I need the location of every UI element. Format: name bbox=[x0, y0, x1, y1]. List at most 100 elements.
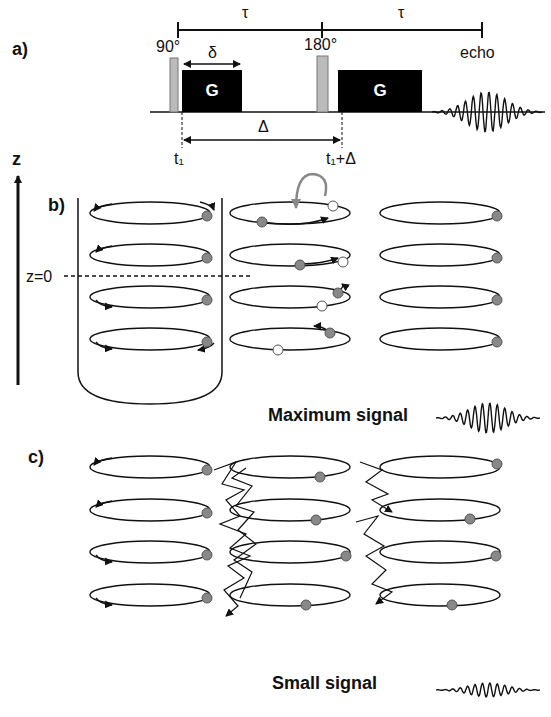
illustration-stroke bbox=[380, 244, 500, 266]
illustration-stroke bbox=[96, 342, 112, 349]
label-text: t₁ bbox=[174, 150, 184, 168]
illustration-stroke bbox=[436, 683, 540, 697]
illustration-stroke bbox=[90, 456, 210, 478]
label-text: δ bbox=[206, 44, 219, 62]
gradient-label: G bbox=[373, 81, 386, 101]
illustration-stroke bbox=[380, 584, 500, 606]
illustration-stroke bbox=[202, 211, 212, 221]
illustration-stroke bbox=[200, 202, 214, 210]
illustration-stroke bbox=[436, 403, 540, 432]
illustration-stroke bbox=[90, 456, 210, 606]
illustration-stroke bbox=[341, 551, 351, 561]
illustration-stroke bbox=[492, 211, 502, 347]
illustration-stroke bbox=[96, 300, 112, 307]
illustration-stroke bbox=[90, 244, 210, 266]
label-text: z bbox=[12, 150, 21, 170]
label-text: Small signal bbox=[272, 674, 377, 694]
illustration-stroke bbox=[202, 550, 212, 560]
illustration-stroke bbox=[17, 176, 20, 385]
illustration-stroke bbox=[94, 458, 112, 465]
illustration-stroke bbox=[311, 515, 321, 525]
illustration-stroke bbox=[481, 22, 483, 38]
illustration-stroke bbox=[202, 465, 212, 475]
illustration-stroke bbox=[230, 244, 350, 266]
illustration-stroke bbox=[342, 112, 343, 148]
illustration-stroke bbox=[432, 93, 542, 697]
illustration-stroke bbox=[296, 174, 326, 208]
illustration-stroke bbox=[491, 551, 501, 561]
illustration-stroke bbox=[257, 217, 343, 338]
gradient-pulse: G bbox=[182, 70, 242, 112]
illustration-stroke bbox=[202, 593, 212, 603]
label-text: Maximum signal bbox=[268, 406, 408, 426]
illustration-stroke bbox=[321, 22, 323, 38]
illustration-stroke bbox=[447, 459, 502, 610]
label-text: b) bbox=[48, 196, 65, 216]
illustration-stroke bbox=[315, 472, 325, 482]
illustration-stroke bbox=[177, 22, 179, 38]
illustration-stroke bbox=[492, 253, 502, 263]
illustration-stroke bbox=[301, 600, 311, 610]
illustration-stroke bbox=[380, 286, 500, 308]
label-text: τ bbox=[242, 4, 248, 22]
illustration-stroke bbox=[380, 202, 500, 224]
illustration-stroke bbox=[380, 456, 500, 478]
illustration-stroke bbox=[230, 584, 350, 606]
illustration-stroke bbox=[380, 499, 500, 521]
illustration-stroke bbox=[202, 211, 212, 347]
illustration-stroke bbox=[184, 63, 240, 64]
illustration-stroke bbox=[338, 257, 348, 267]
illustration-stroke bbox=[230, 541, 350, 563]
illustration-stroke bbox=[230, 499, 350, 521]
illustration-stroke bbox=[492, 459, 502, 469]
illustration-stroke bbox=[273, 345, 283, 355]
illustration-stroke bbox=[230, 286, 350, 308]
illustration-stroke bbox=[230, 202, 350, 224]
illustration-stroke bbox=[317, 301, 327, 311]
label-text: echo bbox=[460, 44, 495, 62]
illustration-stroke bbox=[295, 260, 305, 270]
illustration-stroke bbox=[447, 600, 457, 610]
illustration-stroke bbox=[257, 217, 267, 227]
illustration-stroke bbox=[90, 584, 210, 606]
illustration-stroke bbox=[273, 201, 348, 355]
illustration-stroke bbox=[380, 541, 500, 563]
illustration-stroke bbox=[317, 56, 328, 112]
label-text: a) bbox=[12, 40, 28, 60]
illustration-stroke bbox=[333, 288, 343, 298]
illustration-stroke bbox=[90, 328, 210, 350]
illustration-stroke bbox=[214, 462, 250, 616]
illustration-stroke bbox=[300, 258, 338, 264]
illustration-stroke bbox=[214, 462, 392, 616]
illustration-stroke bbox=[432, 93, 542, 132]
illustration-stroke bbox=[96, 598, 112, 605]
illustration-stroke bbox=[202, 508, 212, 518]
illustration-stroke bbox=[262, 218, 328, 224]
illustration-stroke bbox=[90, 499, 210, 521]
illustration-stroke bbox=[202, 253, 212, 263]
illustration-stroke bbox=[178, 29, 482, 31]
illustration-stroke bbox=[64, 275, 250, 277]
illustration-stroke bbox=[78, 198, 222, 404]
illustration-stroke bbox=[182, 112, 183, 148]
label-text: τ bbox=[398, 4, 404, 22]
illustration-stroke bbox=[328, 201, 338, 211]
illustration-stroke bbox=[492, 211, 502, 221]
label-text: Δ bbox=[256, 118, 271, 136]
illustration-stroke bbox=[178, 22, 482, 38]
illustration-stroke bbox=[492, 337, 502, 347]
illustration-stroke bbox=[90, 541, 210, 563]
illustration-stroke bbox=[202, 465, 212, 603]
label-text: 90° bbox=[156, 38, 180, 56]
illustration-stroke bbox=[90, 202, 214, 350]
illustration-stroke bbox=[170, 58, 178, 112]
gradient-pulse: G bbox=[338, 70, 422, 112]
illustration-stroke bbox=[380, 328, 500, 350]
illustration-stroke bbox=[90, 202, 210, 224]
illustration-stroke bbox=[96, 501, 112, 507]
illustration-stroke bbox=[96, 246, 112, 252]
gradient-label: G bbox=[205, 81, 218, 101]
illustration-stroke bbox=[356, 516, 392, 604]
illustration-stroke bbox=[94, 204, 112, 211]
